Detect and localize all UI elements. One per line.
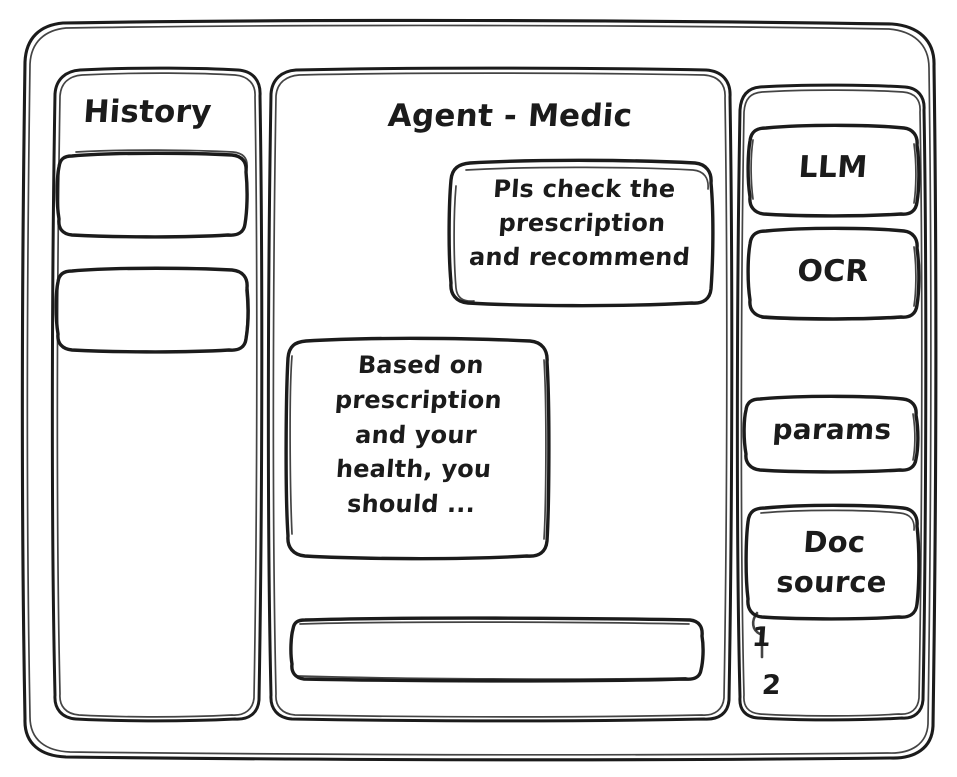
assistant-message-bubble bbox=[287, 338, 549, 559]
message-composer-input[interactable] bbox=[291, 618, 704, 681]
doc-source-box[interactable] bbox=[747, 506, 919, 619]
tool-ocr-button[interactable] bbox=[749, 229, 919, 319]
history-item-2[interactable] bbox=[58, 268, 248, 352]
tool-llm-button[interactable] bbox=[749, 126, 919, 216]
history-item-1[interactable] bbox=[58, 152, 248, 236]
tool-params-button[interactable] bbox=[745, 397, 917, 472]
user-message-bubble bbox=[451, 160, 713, 306]
